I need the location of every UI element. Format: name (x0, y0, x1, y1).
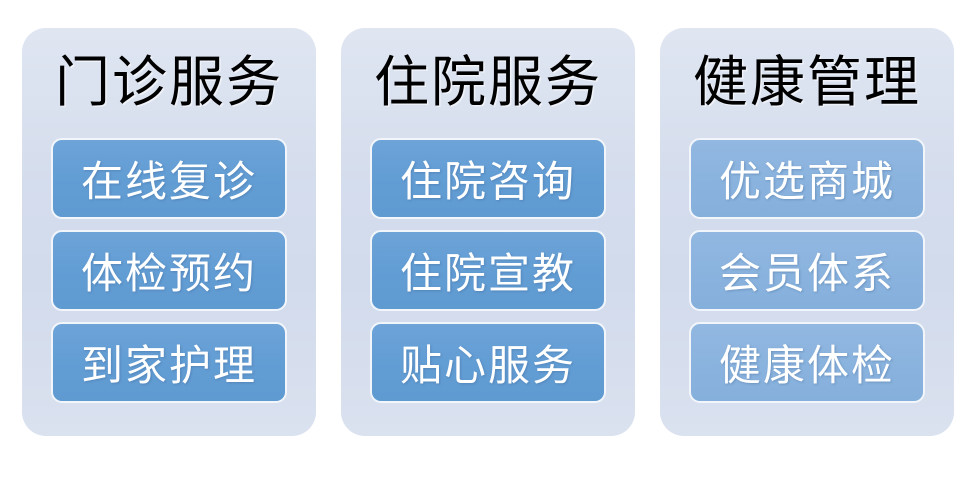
service-item-inpatient-consult[interactable]: 住院咨询 (370, 138, 606, 219)
service-item-checkup-booking[interactable]: 体检预约 (51, 230, 287, 311)
service-panel-outpatient-services: 门诊服务 在线复诊 体检预约 到家护理 (22, 28, 316, 436)
service-item-inpatient-education[interactable]: 住院宣教 (370, 230, 606, 311)
panel-item-list: 在线复诊 体检预约 到家护理 (22, 138, 316, 403)
service-item-home-nursing[interactable]: 到家护理 (51, 322, 287, 403)
service-item-online-followup[interactable]: 在线复诊 (51, 138, 287, 219)
service-item-health-checkup[interactable]: 健康体检 (689, 322, 925, 403)
panel-title: 健康管理 (692, 52, 921, 113)
panel-item-list: 住院咨询 住院宣教 贴心服务 (341, 138, 635, 403)
service-panel-inpatient-services: 住院服务 住院咨询 住院宣教 贴心服务 (341, 28, 635, 436)
service-item-caring-service[interactable]: 贴心服务 (370, 322, 606, 403)
panel-item-list: 优选商城 会员体系 健康体检 (660, 138, 954, 403)
service-item-preferred-mall[interactable]: 优选商城 (689, 138, 925, 219)
panel-title: 住院服务 (373, 52, 602, 113)
service-item-membership-system[interactable]: 会员体系 (689, 230, 925, 311)
panel-title: 门诊服务 (54, 52, 283, 113)
service-panel-health-management: 健康管理 优选商城 会员体系 健康体检 (660, 28, 954, 436)
